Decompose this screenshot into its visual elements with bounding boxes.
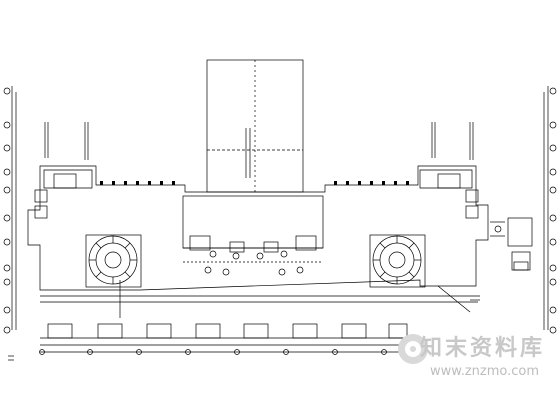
dimension-ticks <box>8 280 480 361</box>
central-tower-block <box>206 59 304 193</box>
lower-arcade <box>39 295 480 355</box>
watermark-url: www.znzmo.com <box>430 364 540 379</box>
annotation-lines <box>44 122 474 160</box>
left-spiral-stair <box>85 234 142 288</box>
right-spiral-stair <box>369 234 426 288</box>
facade-columns <box>100 181 409 185</box>
building-outline <box>27 165 489 291</box>
right-side-rooms <box>490 217 533 271</box>
watermark-brand: 知末资料库 <box>420 336 546 361</box>
left-grid-axis <box>3 86 17 334</box>
right-grid-axis <box>543 86 557 334</box>
watermark-logo-icon <box>398 334 428 364</box>
central-hall <box>182 195 324 276</box>
